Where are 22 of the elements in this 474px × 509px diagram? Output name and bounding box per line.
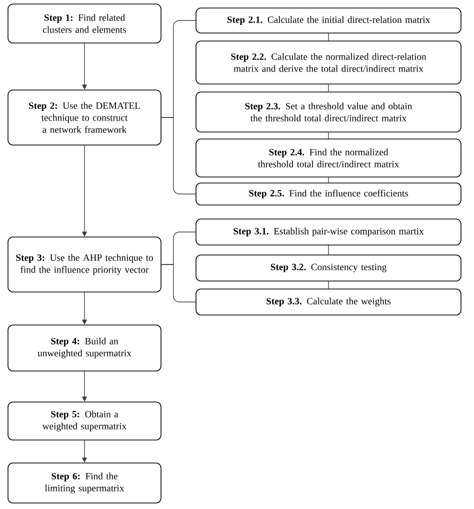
step-box: Step 3.2. Consistency testing — [196, 254, 462, 282]
step-box: Step 4: Build an unweighted supermatrix — [8, 324, 162, 372]
step-box: Step 2.3. Set a threshold value and obtain the threshold total direct/indirect matrix — [196, 92, 462, 132]
step-box: Step 2.1. Calculate the initial direct-relation matrix — [196, 8, 462, 34]
connector-line — [328, 177, 329, 183]
step-box: Step 2: Use the DEMATEL technique to construct a network framework — [8, 90, 162, 146]
step-box: Step 3.3. Calculate the weights — [196, 288, 462, 316]
step-box: Step 6: Find the limiting supermatrix — [8, 462, 162, 504]
bracket-line — [161, 264, 196, 302]
step-box: Step 3.1. Establish pair-wise comparison martix — [196, 218, 462, 246]
bracket-line — [161, 117, 196, 194]
step-box: Step 5: Obtain a weighted supermatrix — [8, 402, 162, 440]
connector-line — [328, 84, 329, 92]
connector-line — [328, 33, 329, 41]
step-box: Step 2.2. Calculate the normalized direct-relation matrix and derive the total direct/indirect matrix — [196, 40, 462, 84]
step-box: Step 2.5. Find the influence coefficients — [196, 182, 462, 206]
step-box: Step 1: Find related clusters and elements — [8, 4, 162, 44]
connector-line — [328, 132, 329, 139]
connector-line — [328, 245, 329, 255]
step-box: Step 3: Use the AHP technique to find the influence priority vector — [8, 236, 162, 292]
step-box: Step 2.4. Find the normalized threshold total direct/indirect matrix — [196, 138, 462, 178]
connector-line — [328, 281, 329, 289]
